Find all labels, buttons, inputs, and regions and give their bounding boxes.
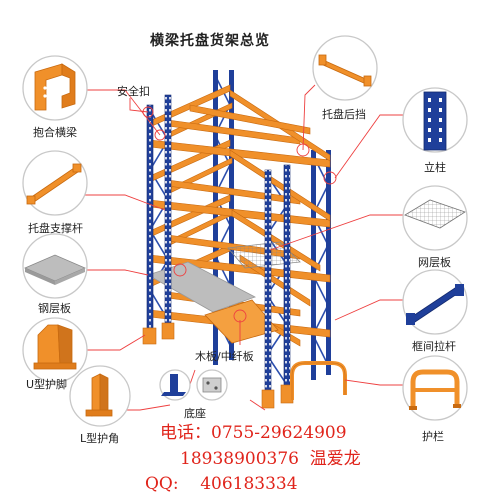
- contact-phone: 电话：0755-29624909: [160, 423, 347, 443]
- label-upright: 立柱: [424, 160, 446, 174]
- callout-guard-rail: [402, 355, 468, 421]
- callout-base-plate: [159, 369, 228, 401]
- label-safety-pin: 安全扣: [117, 84, 150, 98]
- label-pallet-support: 托盘支撑杆: [28, 221, 83, 235]
- label-l-guard: L型护角: [80, 431, 119, 445]
- wire-deck-on-rack: [227, 241, 301, 269]
- callout-wire-deck: [402, 185, 468, 251]
- rack-structure: [142, 70, 347, 409]
- callout-beam: [22, 55, 88, 121]
- label-guard-rail: 护栏: [422, 429, 444, 443]
- steel-deck-on-rack: [147, 261, 256, 313]
- callout-pallet-stop: [312, 35, 378, 101]
- label-wood-deck: 木板/中纤板: [195, 349, 254, 363]
- callout-frame-brace: [402, 269, 468, 335]
- contact-qq: QQ: 406183334: [145, 474, 298, 494]
- contact-mobile: 18938900376 温爱龙: [180, 449, 361, 469]
- contact-info: 电话：0755-29624909 18938900376 温爱龙 QQ: 406…: [145, 423, 361, 494]
- page-title: 横梁托盘货架总览: [150, 32, 270, 49]
- label-wire-deck: 网层板: [418, 255, 451, 269]
- callout-steel-deck: [22, 233, 88, 299]
- label-steel-deck: 钢层板: [38, 301, 71, 315]
- callout-u-guard: [22, 317, 88, 383]
- label-pallet-stop: 托盘后挡: [322, 107, 366, 121]
- callout-markers: [142, 106, 337, 323]
- label-beam: 抱合横梁: [33, 125, 77, 139]
- leader-lines: [80, 84, 410, 411]
- label-base-plate: 底座: [184, 406, 206, 420]
- label-frame-brace: 框间拉杆: [412, 339, 456, 353]
- callout-l-guard: [69, 365, 131, 427]
- callout-pallet-support: [22, 150, 88, 216]
- callout-upright: [402, 87, 468, 153]
- label-u-guard: U型护脚: [26, 377, 67, 391]
